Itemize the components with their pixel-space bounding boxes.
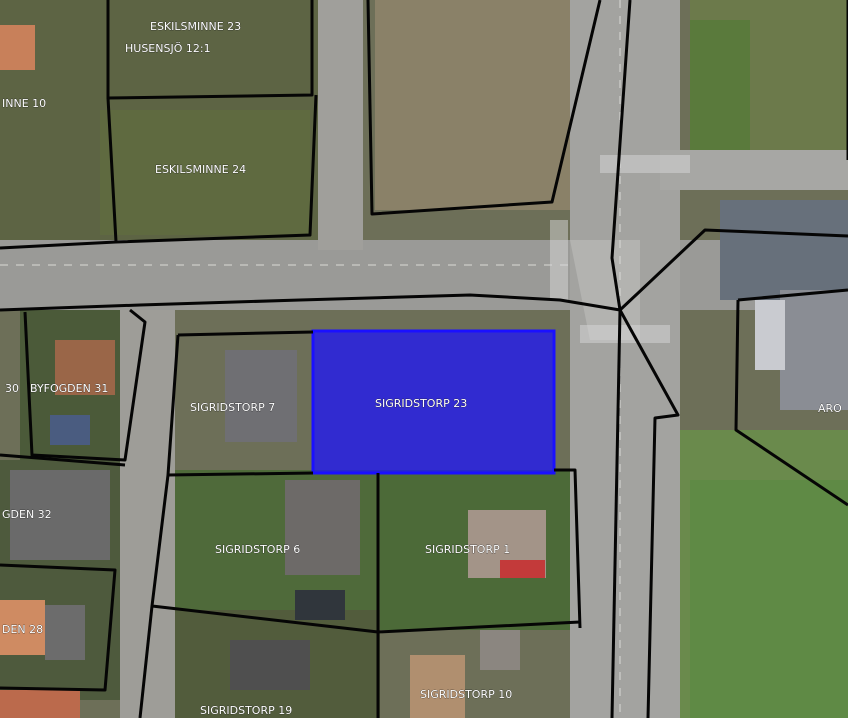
label-aro: ARO	[818, 402, 842, 415]
buildings	[0, 25, 848, 718]
label-sigridstorp-19: SIGRIDSTORP 19	[200, 704, 292, 717]
label-sigridstorp-6: SIGRIDSTORP 6	[215, 543, 300, 556]
label-byfogden-32: GDEN 32	[2, 508, 52, 521]
label-sigridstorp-7: SIGRIDSTORP 7	[190, 401, 275, 414]
label-husensjo-12-1: HUSENSJÖ 12:1	[125, 42, 211, 55]
label-eskilsminne-24: ESKILSMINNE 24	[155, 163, 246, 176]
label-byfogden-31: BYFOGDEN 31	[30, 382, 108, 395]
label-sigridstorp-10: SIGRIDSTORP 10	[420, 688, 512, 701]
label-eskilsminne-10: INNE 10	[2, 97, 46, 110]
label-byfogden-28: DEN 28	[2, 623, 43, 636]
highlight-parcel-sigridstorp-23[interactable]	[311, 329, 556, 475]
label-sigridstorp-1: SIGRIDSTORP 1	[425, 543, 510, 556]
parcel-labels: ESKILSMINNE 23 HUSENSJÖ 12:1 INNE 10 ESK…	[2, 20, 843, 718]
label-byfogden-30: 30	[5, 382, 19, 395]
label-eskilsminne-23: ESKILSMINNE 23	[150, 20, 241, 33]
label-sigridstorp-23: SIGRIDSTORP 23	[375, 397, 467, 410]
